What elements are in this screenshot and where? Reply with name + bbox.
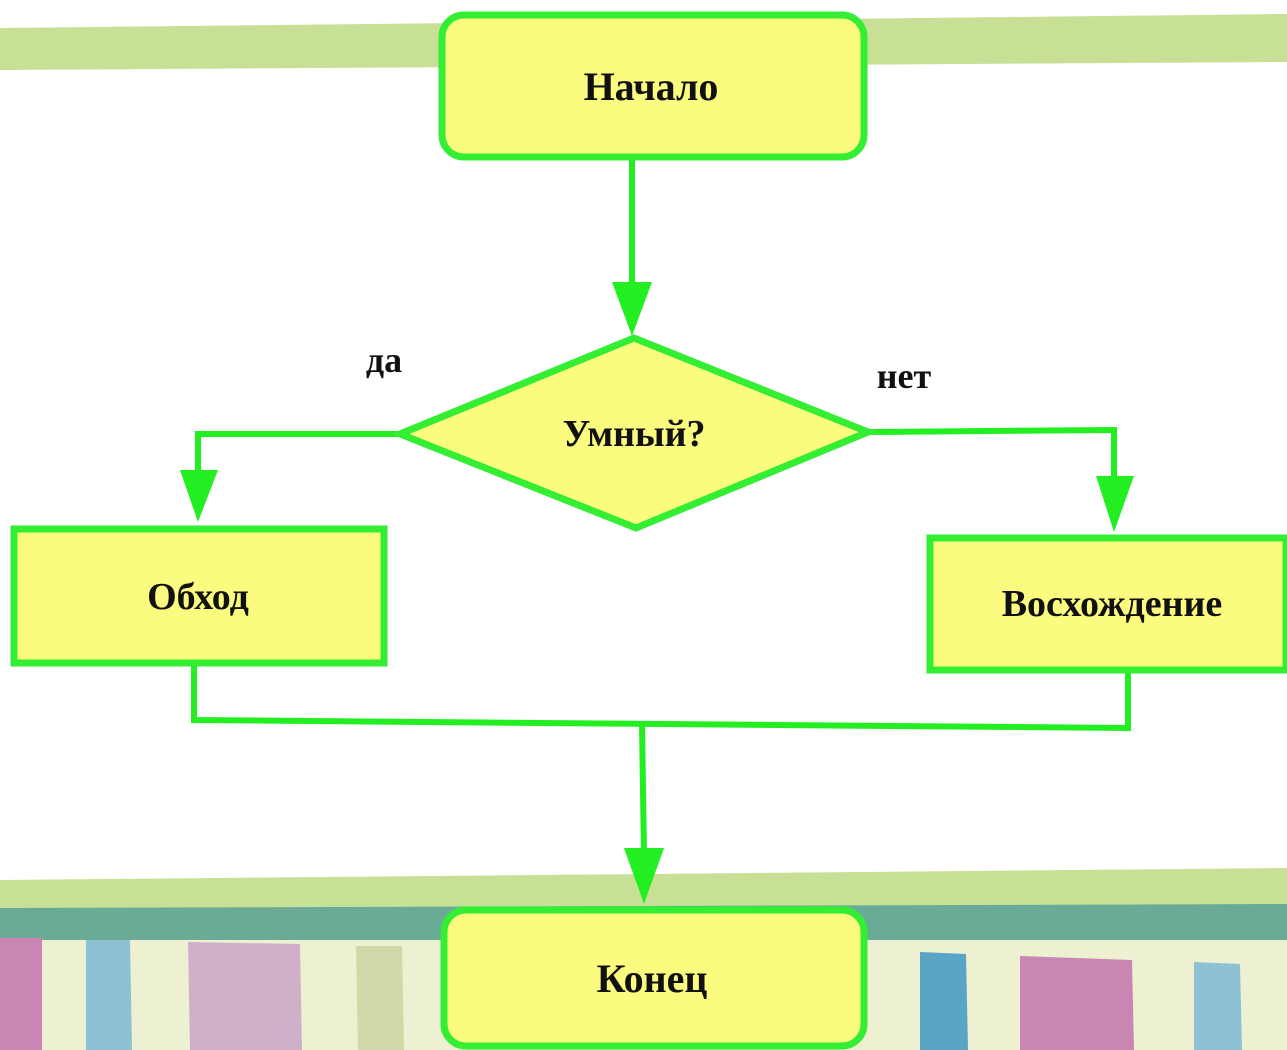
stripe-sage-1 [356,946,404,1050]
node-decision-label: Умный? [562,413,705,455]
node-left-shape [10,525,388,667]
edge-label-yes: да [366,340,402,380]
node-decision: Умный? [390,334,878,532]
arrowhead-right [1096,476,1134,532]
connector-left-merge [191,663,1131,732]
arrowhead-start-decision [612,282,652,336]
node-right-label: Восхождение [1002,583,1223,625]
stripes [0,938,1242,1050]
node-left-label: Обход [147,576,249,618]
node-left: Обход [10,525,388,667]
node-end: Конец [440,906,868,1050]
edge-label-no: нет [877,356,932,396]
connector-merge-end [638,720,648,860]
stripe-pink-1 [0,938,42,1050]
connector-decision-right [864,426,1117,481]
arrowheads [180,282,1134,904]
node-end-label: Конец [597,956,708,1001]
stripe-blue-3 [1194,962,1242,1050]
stripe-pink-2 [1020,956,1134,1050]
stripe-blue-1 [86,940,132,1050]
node-right-shape [926,534,1287,674]
stripe-blue-2 [920,952,968,1050]
node-start-label: Начало [584,64,719,109]
arrowhead-end [624,848,664,904]
node-start-shape [438,11,868,161]
arrowhead-left [180,470,218,522]
node-right: Восхождение [926,534,1287,674]
stripe-mauve-1 [188,942,302,1050]
node-decision-shape [390,334,878,532]
node-end-shape [440,906,868,1050]
connectors [191,155,1131,860]
node-start: Начало [438,11,868,161]
connector-decision-left [195,431,403,481]
